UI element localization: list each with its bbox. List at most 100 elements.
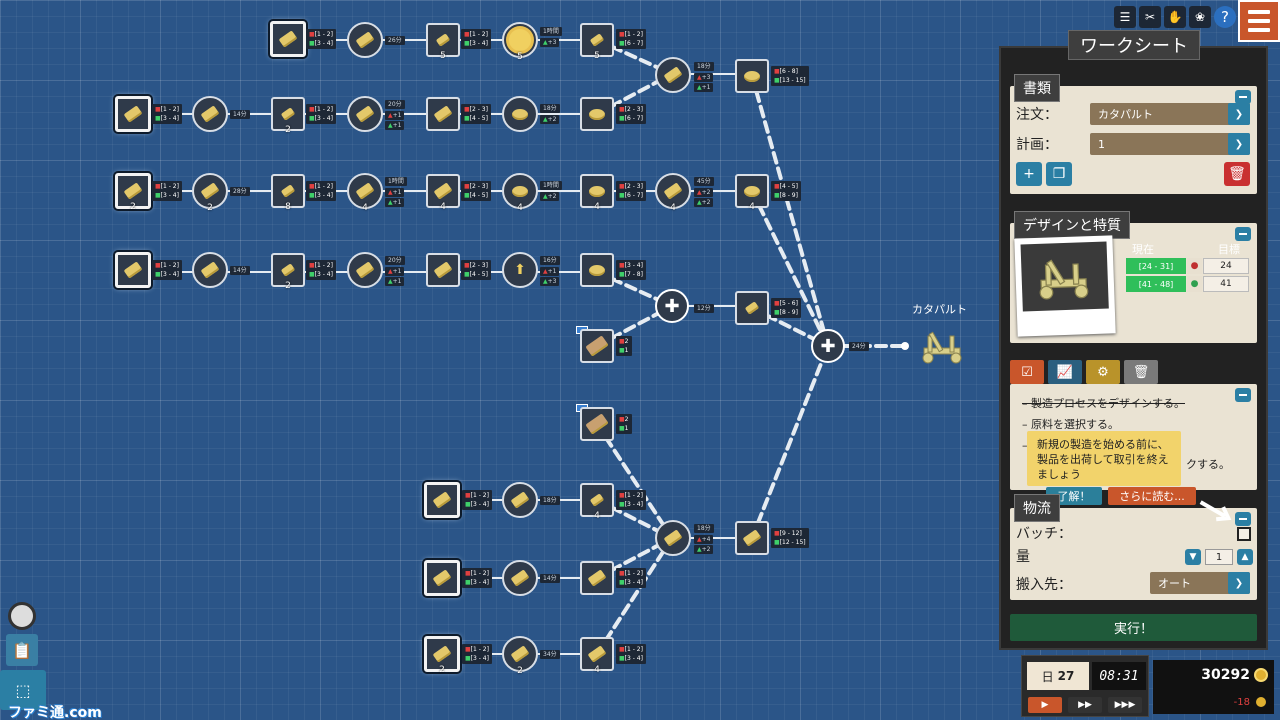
saw-icon xyxy=(200,182,220,200)
drill-process-node[interactable]: ⬆ xyxy=(502,252,538,288)
run-button[interactable]: 実行！ xyxy=(1010,614,1257,641)
connector xyxy=(595,536,674,656)
copy-plan-button[interactable]: ❐ xyxy=(1046,162,1072,186)
task-item-tail: クする。 xyxy=(1186,458,1230,471)
tools-icon[interactable]: ✂ xyxy=(1139,6,1161,28)
final-assembly-node[interactable]: ✚ xyxy=(811,329,845,363)
subassembly-node[interactable]: 4 xyxy=(735,174,769,212)
fast-forward-button[interactable]: ▶▶ xyxy=(1068,697,1102,713)
assemble-process-node[interactable] xyxy=(655,57,691,93)
hand-icon[interactable]: ✋ xyxy=(1164,6,1186,28)
cut-process-node[interactable] xyxy=(502,482,538,518)
cut-process-node[interactable] xyxy=(192,252,228,288)
tooltip-ok-button[interactable]: 了解！ xyxy=(1046,487,1102,505)
shape-process-node[interactable]: 4 xyxy=(347,173,383,213)
part-node[interactable]: 2 xyxy=(271,253,305,291)
part-node[interactable] xyxy=(426,253,460,287)
chevron-down-icon: ❯ xyxy=(1228,103,1250,125)
collapse-icon[interactable] xyxy=(1235,227,1251,241)
plank-icon xyxy=(433,261,453,279)
bend-process-node[interactable] xyxy=(502,96,538,132)
raw-material-node[interactable] xyxy=(424,560,460,596)
plan-select[interactable]: 1❯ xyxy=(1090,133,1250,155)
tooltip-more-button[interactable]: さらに読む... xyxy=(1108,487,1196,505)
wood-material-node[interactable] xyxy=(580,407,614,441)
part-node[interactable] xyxy=(426,97,460,131)
tab-stats[interactable]: 📈 xyxy=(1048,360,1082,384)
cut-process-node[interactable]: 2 xyxy=(502,636,538,676)
production-graph[interactable]: ■[1 - 2]■[3 - 4] 26分 5 ■[1 - 2]■[3 - 4] … xyxy=(0,0,1000,720)
part-node[interactable]: 4 xyxy=(426,174,460,212)
collapse-icon[interactable] xyxy=(1235,388,1251,402)
bonus: ▲+3 xyxy=(694,73,714,82)
money-value: 30292 xyxy=(1201,667,1250,683)
part-node[interactable] xyxy=(580,253,614,287)
help-icon[interactable]: ? xyxy=(1214,6,1236,28)
part-count: 4 xyxy=(670,203,676,213)
part-node[interactable]: 5 xyxy=(580,23,614,61)
shape-process-node[interactable] xyxy=(347,252,383,288)
join-icon: ✚ xyxy=(820,335,836,357)
dest-select[interactable]: オート❯ xyxy=(1150,572,1250,594)
tab-checklist[interactable]: ☑ xyxy=(1010,360,1044,384)
part-node[interactable]: 2 xyxy=(271,97,305,135)
process-time: 20分 xyxy=(385,256,405,265)
collapse-icon[interactable] xyxy=(1235,90,1251,104)
log-icon xyxy=(585,335,609,357)
raw-material-node[interactable]: 2 xyxy=(424,636,460,675)
notes-button[interactable]: 📋 xyxy=(6,634,38,666)
batch-checkbox[interactable] xyxy=(1237,527,1251,541)
shop-button[interactable]: ⬚ xyxy=(0,670,46,710)
task-item: – 製造プロセスをデザインする。 xyxy=(1022,397,1185,410)
assemble-process-node[interactable]: 4 xyxy=(655,173,691,213)
tab-materials[interactable]: ⚙ xyxy=(1086,360,1120,384)
subassembly-node[interactable] xyxy=(735,521,769,555)
part-node[interactable]: 8 xyxy=(271,174,305,212)
qty-decrease-button[interactable]: ▼ xyxy=(1185,549,1201,565)
cut-process-node[interactable] xyxy=(192,96,228,132)
subassembly-node[interactable] xyxy=(735,59,769,93)
raw-material-node[interactable] xyxy=(115,252,151,288)
qty-increase-button[interactable]: ▲ xyxy=(1237,549,1253,565)
bend-process-node[interactable]: 4 xyxy=(502,173,538,213)
raw-material-node[interactable]: 2 xyxy=(115,173,151,212)
catapult-icon[interactable] xyxy=(920,326,966,366)
shape-process-node[interactable] xyxy=(347,96,383,132)
arrow-up-icon: ⬆ xyxy=(514,262,526,278)
snail-icon[interactable]: ❀ xyxy=(1189,6,1211,28)
cut-process-node[interactable]: 2 xyxy=(192,173,228,213)
order-select[interactable]: カタパルト❯ xyxy=(1090,103,1250,125)
tab-trash[interactable]: 🗑 xyxy=(1124,360,1158,384)
part-node[interactable]: 4 xyxy=(580,174,614,212)
raw-material-node[interactable] xyxy=(270,21,306,57)
add-plan-button[interactable]: + xyxy=(1016,162,1042,186)
join-process-node[interactable]: ✚ xyxy=(655,289,689,323)
play-button[interactable]: ▶ xyxy=(1028,697,1062,713)
chevron-down-icon: ❯ xyxy=(1228,133,1250,155)
part-node[interactable] xyxy=(580,97,614,131)
wave-icon xyxy=(512,185,528,197)
collapse-icon[interactable] xyxy=(1235,512,1251,526)
part-node[interactable] xyxy=(580,561,614,595)
part-node[interactable]: 5 xyxy=(426,23,460,61)
fastest-button[interactable]: ▶▶▶ xyxy=(1108,697,1142,713)
main-menu-button[interactable] xyxy=(1238,0,1280,42)
wood-material-node[interactable] xyxy=(580,329,614,363)
part-node[interactable]: 4 xyxy=(580,637,614,675)
delete-plan-button[interactable]: 🗑 xyxy=(1224,162,1250,186)
cut-process-node[interactable] xyxy=(502,560,538,596)
raw-material-node[interactable] xyxy=(115,96,151,132)
part-count: 4 xyxy=(594,511,600,521)
assemble-process-node[interactable] xyxy=(655,520,691,556)
cut-process-node[interactable] xyxy=(347,22,383,58)
part-count: 5 xyxy=(440,51,446,61)
stat-target: 41 xyxy=(1203,276,1249,292)
subassembly-node[interactable] xyxy=(735,291,769,325)
raw-material-node[interactable] xyxy=(424,482,460,518)
list-icon[interactable]: ☰ xyxy=(1114,6,1136,28)
qty-input[interactable]: 1 xyxy=(1205,549,1233,565)
catapult-icon xyxy=(1020,241,1109,312)
part-node[interactable]: 4 xyxy=(580,483,614,521)
timer-icon[interactable] xyxy=(8,602,36,630)
heat-process-node[interactable]: 5 xyxy=(502,22,538,62)
